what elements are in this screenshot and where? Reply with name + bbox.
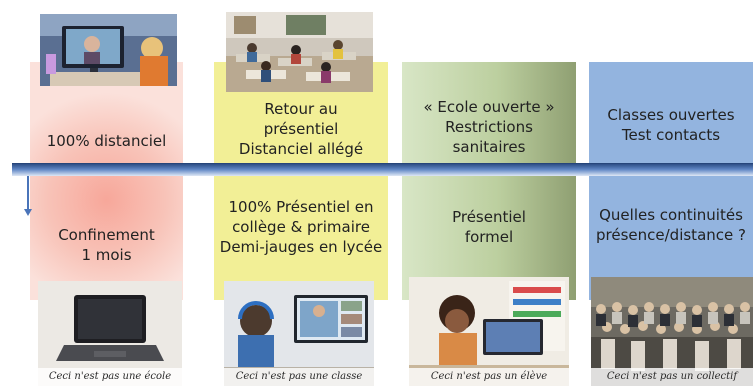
- column-4-top-text: Classes ouvertes Test contacts: [607, 106, 735, 144]
- photo-group-crowd: Ceci n'est pas un collectif: [591, 277, 753, 386]
- photo-classroom-desks: [226, 12, 373, 92]
- photo-student-laptop: Ceci n'est pas un élève: [409, 277, 569, 386]
- caption-1: Ceci n'est pas une école: [38, 368, 182, 386]
- timeline-arrow: [12, 163, 753, 176]
- column-1-top-text: 100% distanciel: [46, 132, 167, 150]
- caption-4: Ceci n'est pas un collectif: [591, 368, 753, 386]
- column-ecole-ouverte: [402, 62, 576, 300]
- column-2-top-text: Retour au présentiel Distanciel allégé: [238, 100, 364, 158]
- column-distanciel: [30, 62, 183, 300]
- timeline-arrowhead-icon: [24, 209, 32, 216]
- photo-child-video-call: [40, 14, 177, 86]
- column-3-bottom-text: Présentiel formel: [452, 208, 526, 246]
- photo-laptop: Ceci n'est pas une école: [38, 281, 182, 386]
- timeline-down-tick: [27, 176, 29, 212]
- photo-child-online-lesson: Ceci n'est pas une classe: [224, 281, 374, 386]
- column-1-bottom-text: Confinement 1 mois: [58, 226, 155, 264]
- column-3-top-text: « Ecole ouverte » Restrictions sanitaire…: [423, 98, 555, 156]
- column-2-bottom-text: 100% Présentiel en collège & primaire De…: [219, 198, 383, 256]
- column-retour-presentiel: [214, 62, 388, 300]
- caption-3: Ceci n'est pas un élève: [409, 368, 569, 386]
- column-4-bottom-text: Quelles continuités présence/distance ?: [596, 206, 746, 244]
- caption-2: Ceci n'est pas une classe: [224, 368, 374, 386]
- column-classes-ouvertes: [589, 62, 753, 300]
